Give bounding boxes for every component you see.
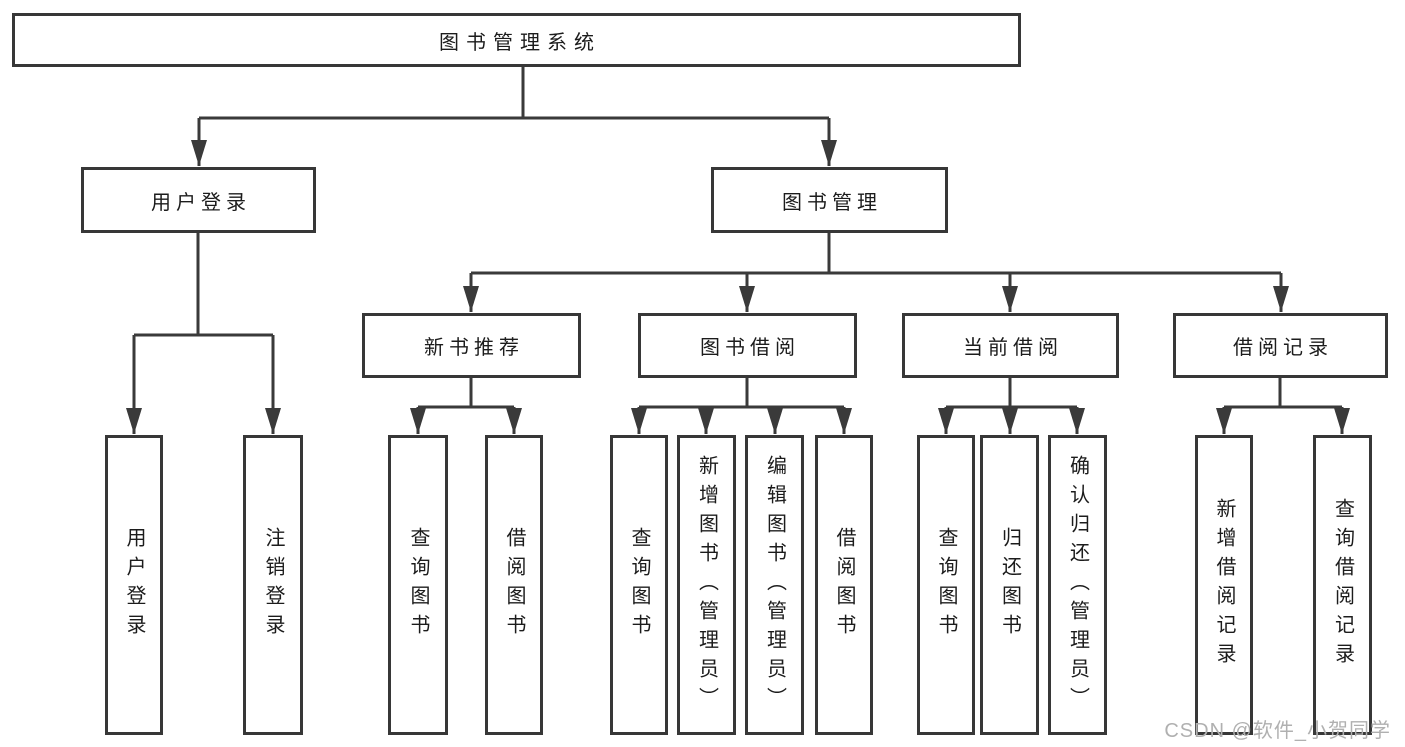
leaf-newbook-borrow-books: 借阅图书 [485,435,543,735]
node-current-borrow-label: 当前借阅 [963,337,1063,359]
leaf-newbook-borrow-books-label: 借阅图书 [503,527,525,643]
leaf-logout: 注销登录 [243,435,303,735]
node-book-borrow-label: 图书借阅 [700,337,800,359]
leaf-current-confirm-return-admin-label: 确认归还（管理员） [1066,454,1089,716]
node-root-label: 图书管理系统 [439,31,601,54]
leaf-borrow-borrow-books-label: 借阅图书 [833,527,855,643]
connector-borrow-record-to-leaves [1216,378,1350,434]
node-book-borrow: 图书借阅 [638,313,857,378]
connector-root-to-branches [191,67,837,166]
leaf-user-login: 用户登录 [105,435,163,735]
connector-new-book-rec-to-leaves [410,378,522,434]
leaf-current-return-books-label: 归还图书 [998,527,1021,643]
leaf-record-add: 新增借阅记录 [1195,435,1253,735]
csdn-watermark: CSDN @软件_小贺同学 [1164,720,1391,742]
leaf-record-add-label: 新增借阅记录 [1213,498,1235,672]
leaf-newbook-query-books-label: 查询图书 [407,527,429,643]
leaf-record-query: 查询借阅记录 [1313,435,1372,735]
connector-user-login-to-leaves [126,233,281,434]
node-root-system: 图书管理系统 [12,13,1021,67]
leaf-record-query-label: 查询借阅记录 [1331,498,1354,672]
connector-current-borrow-to-leaves [938,378,1085,434]
leaf-newbook-query-books: 查询图书 [388,435,448,735]
node-borrow-record: 借阅记录 [1173,313,1388,378]
leaf-current-query-books: 查询图书 [917,435,975,735]
node-new-book-recommend-label: 新书推荐 [424,337,524,359]
leaf-current-return-books: 归还图书 [980,435,1039,735]
connector-book-mgmt-to-modules [463,233,1289,312]
leaf-current-query-books-label: 查询图书 [935,527,957,643]
node-user-login: 用户登录 [81,167,316,233]
node-new-book-recommend: 新书推荐 [362,313,581,378]
connector-book-borrow-to-leaves [631,378,852,434]
leaf-borrow-borrow-books: 借阅图书 [815,435,873,735]
leaf-borrow-query-books-label: 查询图书 [628,527,650,643]
leaf-borrow-add-books-admin: 新增图书（管理员） [677,435,736,735]
leaf-borrow-edit-books-admin: 编辑图书（管理员） [745,435,804,735]
leaf-user-login-label: 用户登录 [123,527,145,643]
node-borrow-record-label: 借阅记录 [1233,337,1333,359]
leaf-borrow-edit-books-admin-label: 编辑图书（管理员） [763,454,786,716]
node-book-management: 图书管理 [711,167,948,233]
node-book-management-label: 图书管理 [782,191,882,214]
node-user-login-label: 用户登录 [151,191,251,214]
leaf-current-confirm-return-admin: 确认归还（管理员） [1048,435,1107,735]
leaf-borrow-add-books-admin-label: 新增图书（管理员） [695,454,718,716]
leaf-logout-label: 注销登录 [262,527,284,643]
node-current-borrow: 当前借阅 [902,313,1119,378]
leaf-borrow-query-books: 查询图书 [610,435,668,735]
